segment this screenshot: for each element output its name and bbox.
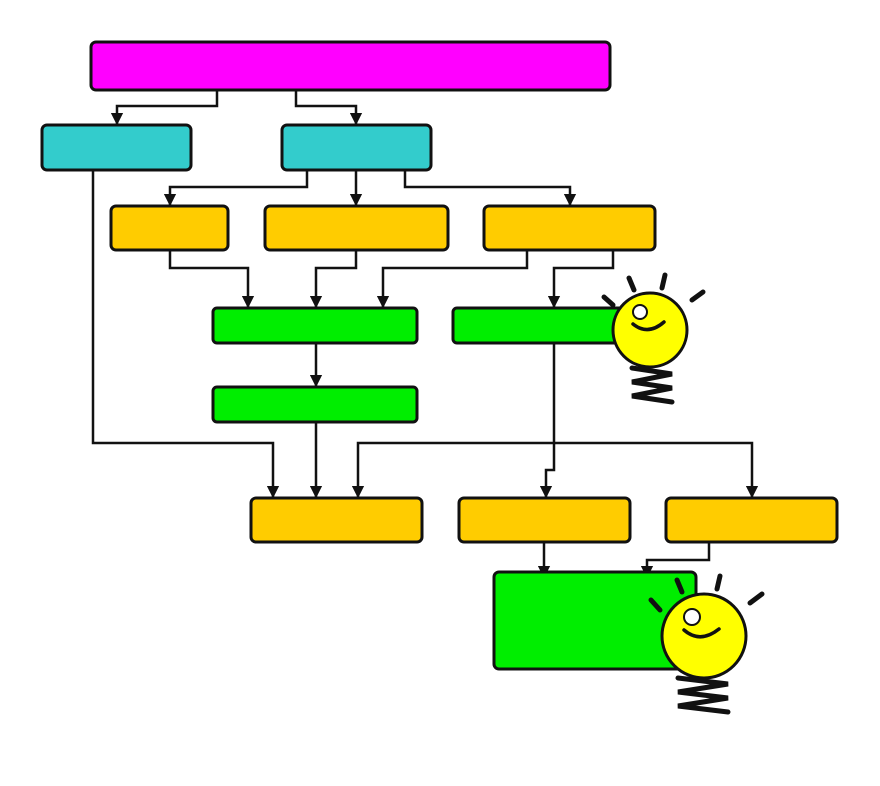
box-amber-3 [482,204,657,252]
box-amber-1 [109,204,230,252]
connector-teal-right-to-amber-1 [163,170,309,207]
connector-green-2-to-amber-4 [351,343,556,499]
connector-green-2-to-amber-6 [554,441,759,499]
box-teal-right [280,123,433,172]
connector-lines [91,90,759,579]
box-amber-4 [249,496,424,544]
connector-amber-3-to-green-1 [376,250,529,309]
connector-teal-right-to-amber-3 [403,170,577,207]
connector-top-to-teal-left [110,90,219,126]
connector-amber-2-to-green-1 [309,250,358,309]
box-amber-2 [263,204,450,252]
lightbulb-icon [648,573,765,715]
connector-amber-3-to-green-2 [547,250,615,309]
box-green-2 [451,306,627,345]
connector-green-2-to-amber-5 [539,443,556,499]
flowchart-boxes [40,40,839,671]
lightbulb-icon [601,272,706,405]
connector-amber-1-to-green-1 [168,250,255,309]
connector-top-to-teal-right [294,90,363,126]
connector-amber-6-to-green-final [640,542,711,579]
box-amber-5 [457,496,632,544]
connector-teal-left-to-amber-4 [91,170,280,499]
box-green-1 [211,306,419,345]
box-teal-left [40,123,193,172]
box-amber-6 [664,496,839,544]
box-top-root [89,40,612,92]
box-green-3 [211,385,419,424]
